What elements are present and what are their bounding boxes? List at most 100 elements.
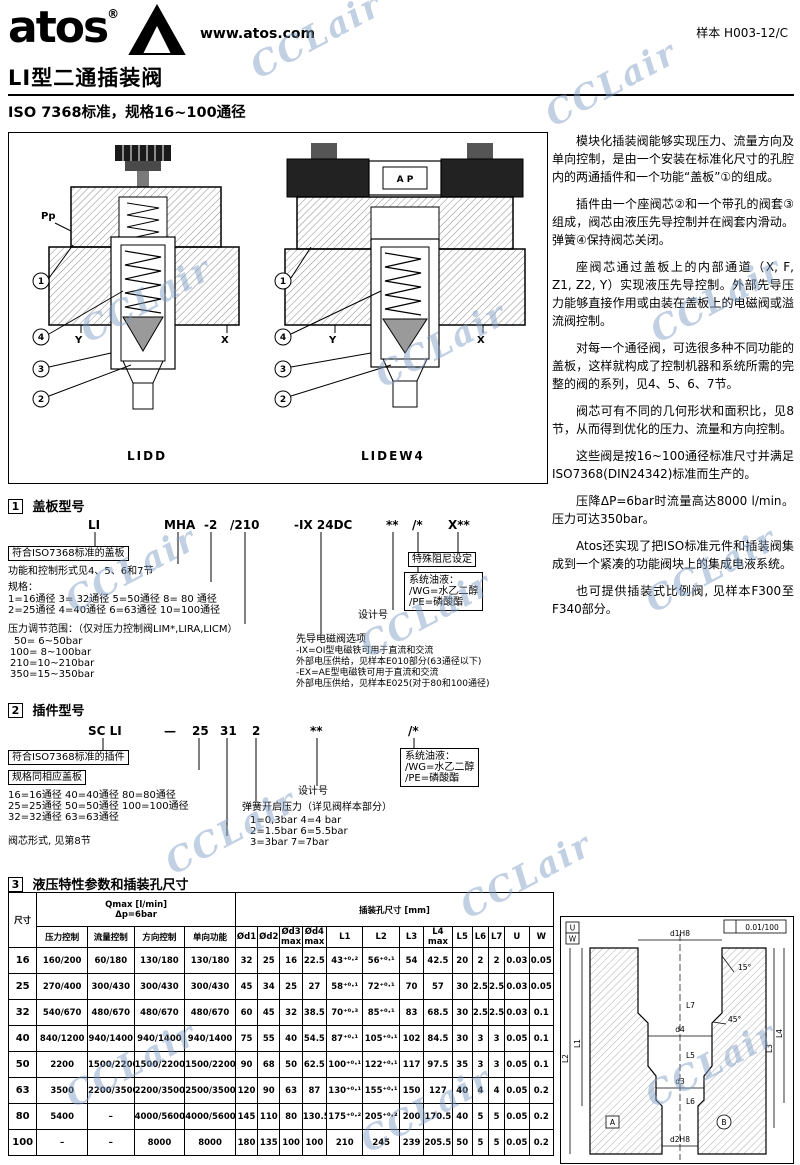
- annotation-solenoid-line: 外部电压供给，见样本E010部分(63通径以下): [296, 657, 482, 667]
- cell: 205⁺⁰·²: [362, 1103, 400, 1130]
- fluid-option: /PE=磷酸酯: [405, 773, 460, 784]
- header-qmax: Qmax [l/min] Δp=6bar: [36, 892, 236, 927]
- cell: 90: [234, 1051, 259, 1078]
- solenoid-right: [440, 143, 524, 198]
- cell: 480/670: [87, 999, 135, 1026]
- cell: 130⁺⁰·¹: [326, 1077, 364, 1104]
- svg-text:3: 3: [280, 365, 286, 375]
- cell: 200: [398, 1103, 425, 1130]
- cell-size: 40: [7, 1025, 38, 1052]
- annotation-design-number: 设计号: [358, 610, 388, 621]
- fluid-option: /WG=水乙二醇: [409, 586, 479, 597]
- section2-header: 2 插件型号: [8, 700, 85, 719]
- code-token: X**: [448, 518, 470, 532]
- title-rule: [8, 94, 794, 96]
- cell: 16: [279, 947, 303, 974]
- cell: 1500/2200: [133, 1051, 186, 1078]
- annotation-pressure-line: 350=15~350bar: [10, 669, 95, 680]
- spring: [384, 252, 422, 316]
- cell: 45: [234, 973, 259, 1000]
- cell: 43⁺⁰·²: [326, 947, 364, 974]
- annotation-design-number: 设计号: [298, 786, 328, 797]
- cell: 97.5: [423, 1051, 453, 1078]
- annotation-spring-title: 弹簧开启压力（详见阀样本部分）: [242, 802, 392, 813]
- cover-model-code-diagram: LI MHA -2 /210 -IX 24DC ** /* X** 符合ISO7…: [8, 516, 556, 694]
- annotation-spring-line: 3=3bar 7=7bar: [250, 837, 329, 848]
- annotation-size-line: 32=32通径 63=63通径: [8, 812, 119, 823]
- dim-d3: d3: [675, 1077, 685, 1086]
- website-url: www.atos.com: [200, 26, 316, 42]
- cell: 480/670: [184, 999, 236, 1026]
- cell: 5: [488, 1103, 506, 1130]
- section2-number: 2: [8, 703, 23, 718]
- annotation-pressure-title: 压力调节范围：（仅对压力控制阀LIM*,LIRA,LICM）: [8, 624, 238, 635]
- cell: 30: [451, 973, 473, 1000]
- cell: 2200/3500: [133, 1077, 186, 1104]
- cell: 22.5: [301, 947, 328, 974]
- cell: 2200/3500: [87, 1077, 135, 1104]
- col-header: L2: [362, 926, 400, 948]
- cell: 180: [234, 1129, 259, 1156]
- cell: 57: [423, 973, 453, 1000]
- dim-d1: d1H8: [670, 929, 690, 938]
- cell: 0.03: [504, 999, 530, 1026]
- cell: 68: [257, 1051, 281, 1078]
- atos-logo-text: atos®: [8, 2, 120, 53]
- code-token: /*: [408, 724, 419, 738]
- header-holes: 插装孔尺寸 [mm]: [234, 892, 555, 927]
- cell: 210: [326, 1129, 364, 1156]
- cell: 130/180: [184, 947, 236, 974]
- section2-title: 插件型号: [32, 704, 85, 719]
- annotation-solenoid-line: -IX=OI型电磁铁可用于直流和交流: [296, 646, 434, 656]
- cell: 110: [257, 1103, 281, 1130]
- cell: 160/200: [36, 947, 88, 974]
- col-header: Ød2: [257, 926, 281, 948]
- cell: 270/400: [36, 973, 88, 1000]
- cell: 2.5: [471, 999, 490, 1026]
- poppet: [122, 316, 164, 352]
- registered-mark: ®: [107, 7, 120, 21]
- cell-size: 25: [7, 973, 38, 1000]
- cell: 70⁺⁰·³: [326, 999, 364, 1026]
- port-label-y: Y: [328, 335, 337, 346]
- bottom-port: [382, 358, 428, 408]
- paragraph: 座阀芯通过盖板上的内部通道（X, F, Z1, Z2, Y）实现液压先导控制。外…: [552, 260, 794, 328]
- cell: –: [36, 1129, 88, 1156]
- cell: 3: [488, 1051, 506, 1078]
- annotation-cover-standard: 符合ISO7368标准的盖板: [8, 546, 129, 561]
- mounting-hole-drawing-box: d1H8 0.01/100 L2 L1 L3 L4 L7 d4 L5 d3 L6…: [560, 916, 794, 1164]
- annotation-damping: 特殊阻尼设定: [408, 552, 476, 567]
- fluid-title: 系统油液：: [409, 575, 459, 586]
- cell: 2.5: [471, 973, 490, 1000]
- cell: 2200: [36, 1051, 88, 1078]
- code-token: **: [310, 724, 323, 738]
- code-token: SC LI: [88, 724, 122, 738]
- cell: 0.1: [528, 1051, 555, 1078]
- spring: [124, 250, 162, 314]
- datum-a: A: [610, 1118, 616, 1127]
- cell: 940/1400: [184, 1025, 236, 1052]
- cell: 0.1: [528, 999, 555, 1026]
- cell: 4000/5600: [184, 1103, 236, 1130]
- adjustment-knob: [115, 145, 171, 187]
- cell: 105⁺⁰·¹: [362, 1025, 400, 1052]
- header-size: 尺寸: [7, 892, 38, 948]
- cell: 83: [398, 999, 425, 1026]
- callout-3: 3: [32, 352, 112, 378]
- cell: 0.03: [504, 973, 530, 1000]
- cell: 30: [451, 1025, 473, 1052]
- cell: 5400: [36, 1103, 88, 1130]
- fluid-title: 系统油液：: [405, 751, 455, 762]
- cell: 175⁺⁰·²: [326, 1103, 364, 1130]
- callout-1: 1: [274, 246, 312, 290]
- cell: 0.2: [528, 1077, 555, 1104]
- cell: 75: [234, 1025, 259, 1052]
- datum-u: U: [570, 924, 576, 933]
- section3-title: 液压特性参数和插装孔尺寸: [32, 878, 189, 893]
- callout-4: 4: [274, 290, 382, 346]
- fluid-option: /WG=水乙二醇: [405, 762, 475, 773]
- code-token: 31: [220, 724, 237, 738]
- cell: 62.5: [301, 1051, 328, 1078]
- cell: 0.03: [504, 947, 530, 974]
